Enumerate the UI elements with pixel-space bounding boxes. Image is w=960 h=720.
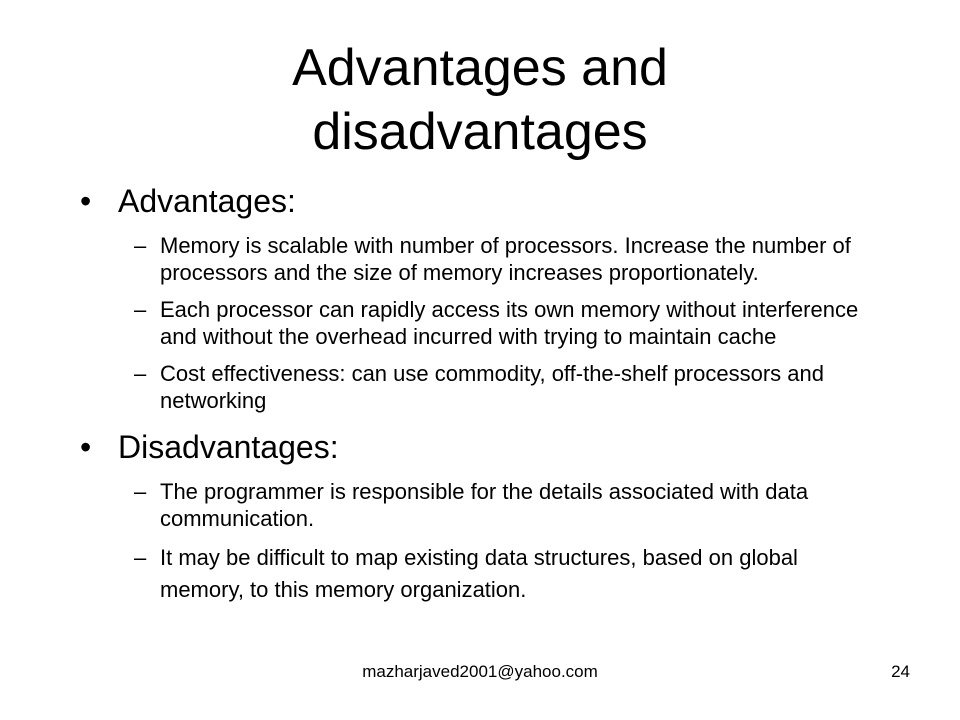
list-item-text: Each processor can rapidly access its ow… bbox=[160, 297, 859, 349]
list-item-disadvantage-2: – It may be difficult to map existing da… bbox=[80, 542, 880, 606]
dash-icon: – bbox=[134, 297, 147, 322]
list-item-advantage-1: – Memory is scalable with number of proc… bbox=[80, 232, 880, 286]
dash-icon: – bbox=[134, 361, 147, 386]
slide-body: • Advantages: – Memory is scalable with … bbox=[80, 182, 880, 606]
dash-icon: – bbox=[134, 545, 147, 570]
footer-email: mazharjaved2001@yahoo.com bbox=[362, 662, 598, 681]
list-item-text: Cost effectiveness: can use commodity, o… bbox=[160, 361, 824, 413]
slide-title-line-2: disadvantages bbox=[312, 103, 648, 161]
list-item-text: The programmer is responsible for the de… bbox=[160, 479, 809, 531]
section-heading-label: Disadvantages: bbox=[118, 429, 339, 465]
slide-title-line-1: Advantages and bbox=[292, 39, 668, 97]
page-number: 24 bbox=[891, 662, 910, 681]
section-heading-disadvantages: • Disadvantages: bbox=[80, 428, 880, 466]
bullet-icon: • bbox=[80, 183, 92, 219]
dash-icon: – bbox=[134, 479, 147, 504]
list-item-advantage-2: – Each processor can rapidly access its … bbox=[80, 296, 880, 350]
list-item-disadvantage-1: – The programmer is responsible for the … bbox=[80, 478, 880, 532]
section-heading-label: Advantages: bbox=[118, 183, 296, 219]
bullet-icon: • bbox=[80, 429, 92, 465]
list-item-text: It may be difficult to map existing data… bbox=[160, 545, 798, 602]
dash-icon: – bbox=[134, 233, 147, 258]
list-item-text: Memory is scalable with number of proces… bbox=[160, 233, 851, 285]
list-item-advantage-3: – Cost effectiveness: can use commodity,… bbox=[80, 360, 880, 414]
section-heading-advantages: • Advantages: bbox=[80, 182, 880, 220]
slide-title: Advantages and disadvantages bbox=[160, 36, 800, 164]
